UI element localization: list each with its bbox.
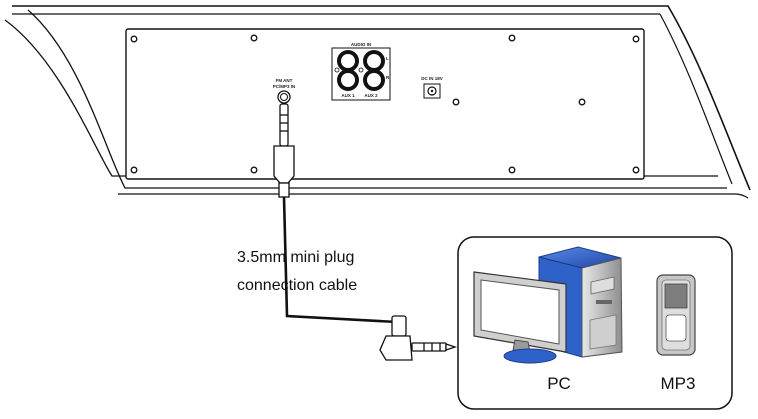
- straight-mini-plug: [273, 103, 295, 198]
- pc-label: PC: [547, 374, 571, 393]
- pc-computer-icon: [473, 246, 623, 364]
- right-angle-mini-plug: [379, 315, 458, 361]
- devices-box: PC MP3: [457, 236, 733, 410]
- audio-in-label: AUDIO IN: [351, 42, 371, 47]
- pc-mp3-in-label: PC/MP3 IN: [273, 84, 296, 89]
- dc-in-label: DC IN 18V: [421, 76, 443, 81]
- rear-panel: AUDIO IN L R AUX 1 AUX 2: [125, 28, 645, 180]
- left-channel-label: L: [386, 56, 389, 61]
- dc-in-jack: DC IN 18V: [421, 76, 443, 99]
- rca-jack-aux2-l: [363, 50, 385, 72]
- aux2-label: AUX 2: [364, 93, 378, 98]
- pc-mp3-input-jack: FM ANT PC/MP3 IN: [273, 78, 296, 104]
- panel-screws: [130, 34, 640, 174]
- rca-jack-aux2-r: [363, 69, 385, 91]
- right-channel-label: R: [386, 75, 390, 80]
- mp3-label: MP3: [661, 374, 696, 393]
- audio-in-block: AUDIO IN L R AUX 1 AUX 2: [331, 42, 391, 101]
- speaker-body: [4, 5, 751, 199]
- mp3-player-icon: [656, 274, 696, 356]
- cable-caption-line1: 3.5mm mini plug: [237, 249, 354, 266]
- rca-jack-aux1-l: [337, 50, 359, 72]
- cable-caption: 3.5mm mini plug connection cable: [237, 249, 357, 294]
- antenna-label: FM ANT: [276, 78, 293, 83]
- connection-cable: [282, 196, 398, 324]
- cable-caption-line2: connection cable: [237, 277, 357, 294]
- aux1-label: AUX 1: [341, 93, 355, 98]
- rca-jack-aux1-r: [337, 69, 359, 91]
